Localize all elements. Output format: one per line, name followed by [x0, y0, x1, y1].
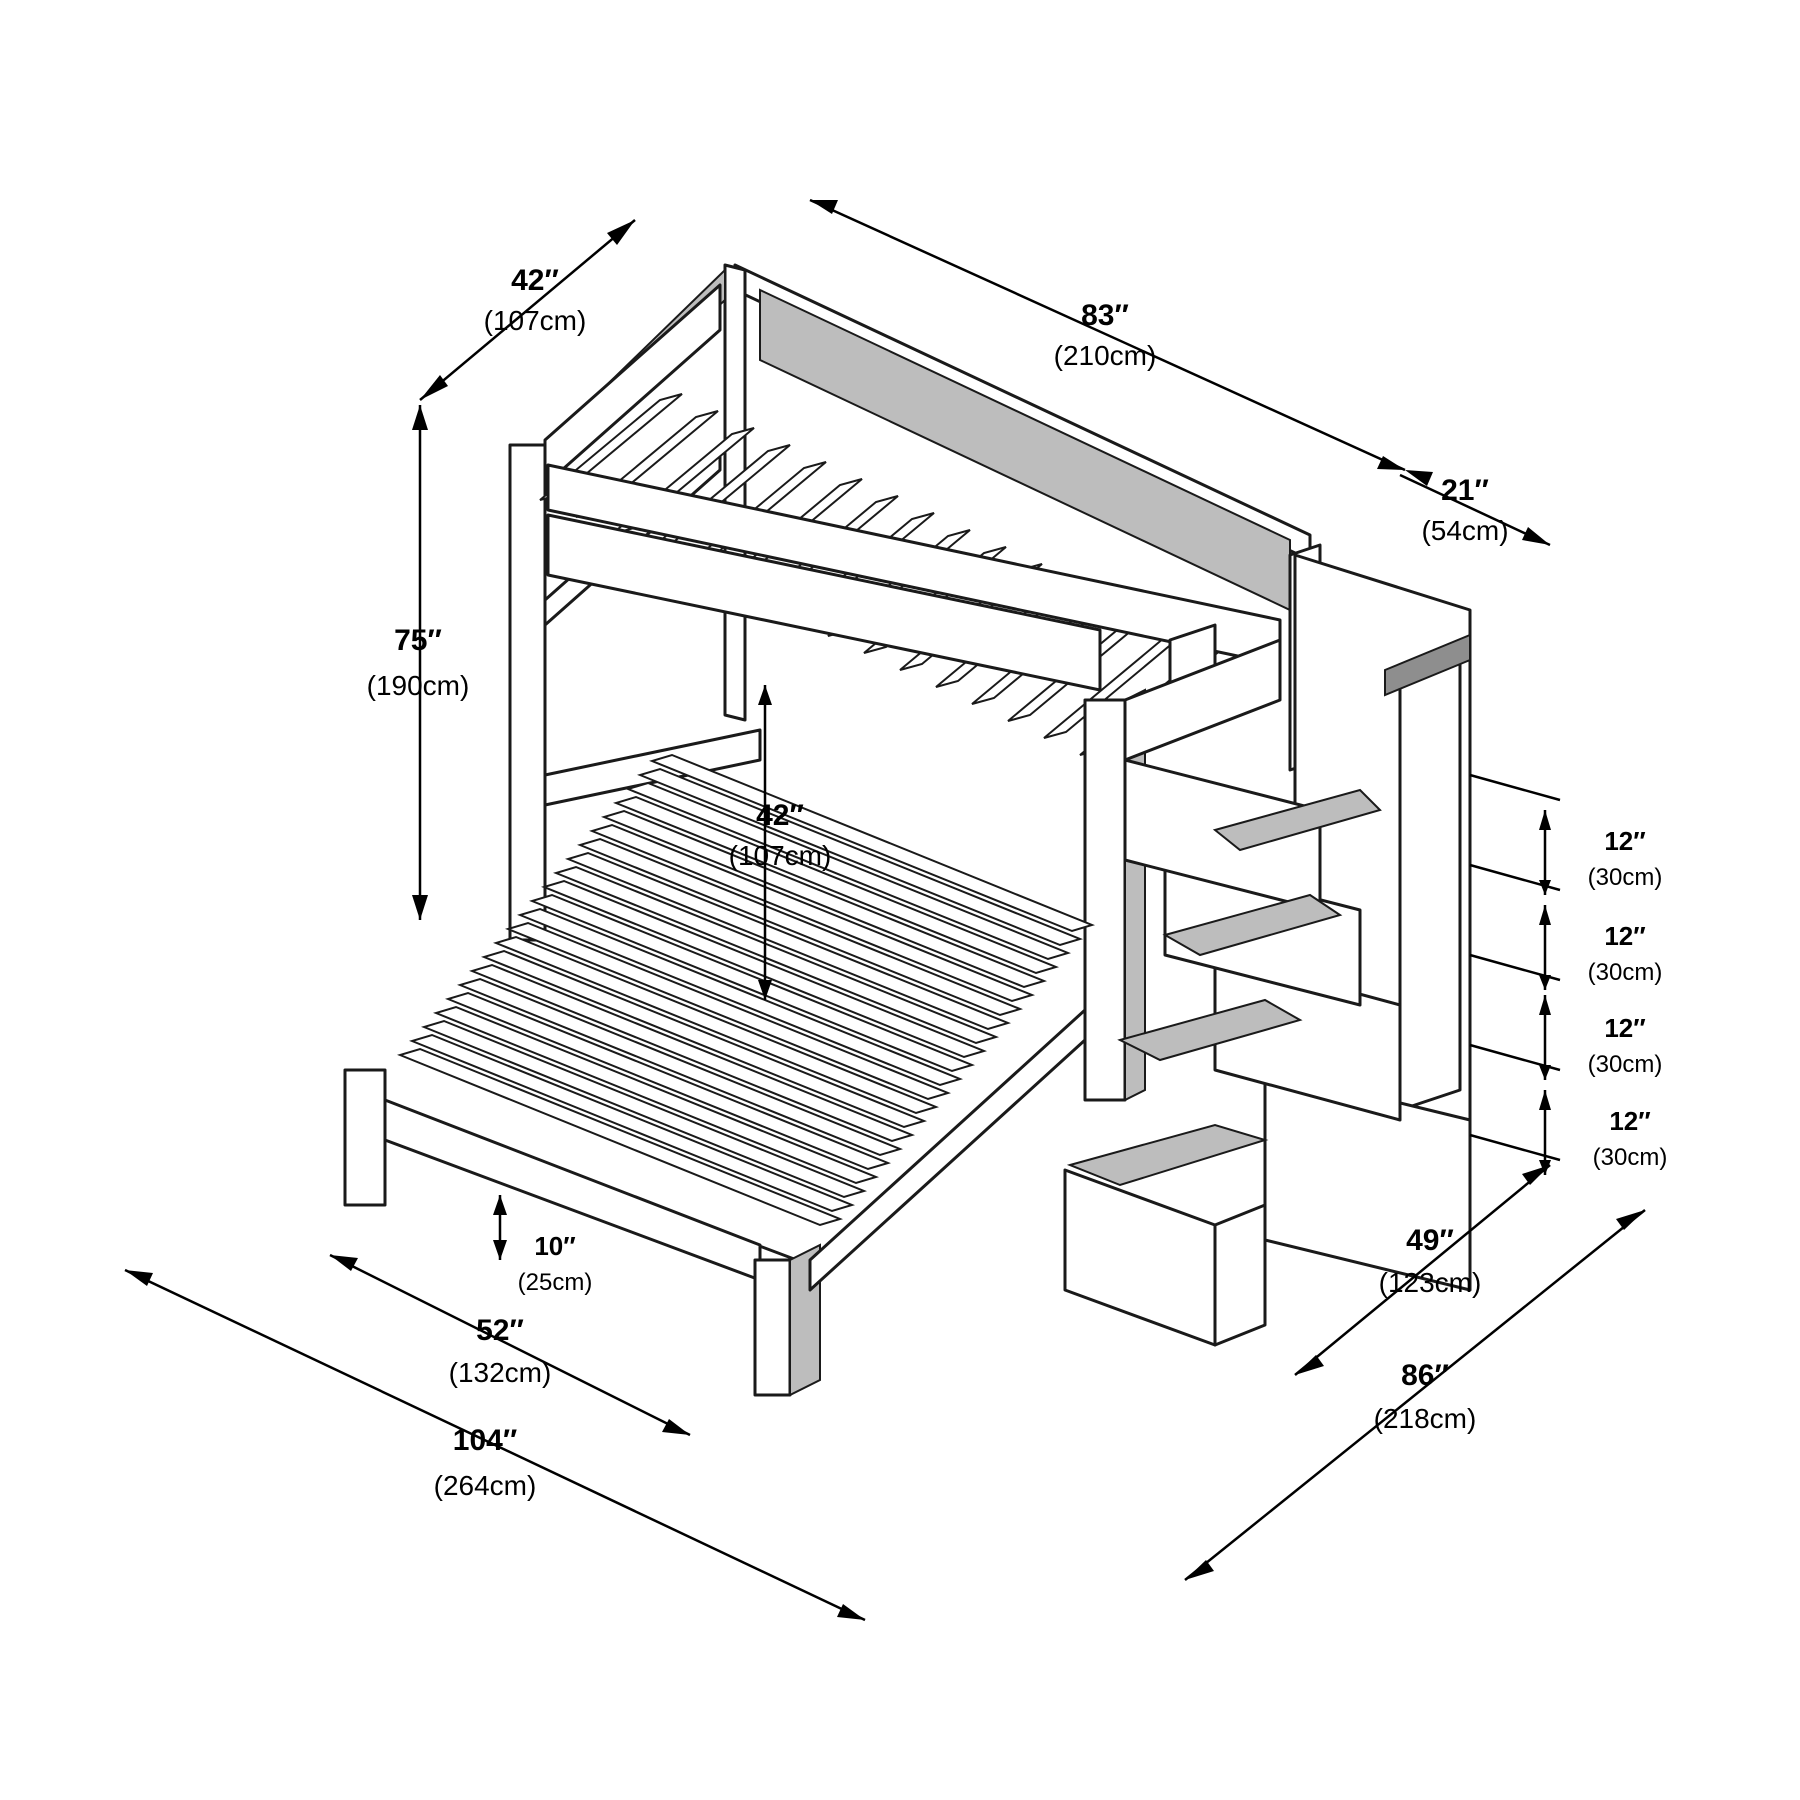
- lower-slat: [480, 949, 928, 1129]
- upper-bunk: [508, 263, 1322, 1102]
- label-top-width-imperial: 42″: [511, 264, 559, 297]
- step-2: [1117, 998, 1303, 1062]
- lower-slat: [600, 809, 1048, 989]
- lower-slat: [444, 991, 892, 1171]
- step-4: [1212, 788, 1382, 852]
- label-step-2-imperial: 12″: [1604, 921, 1645, 951]
- step-1: [1066, 1123, 1269, 1187]
- label-foot-height-metric: (25cm): [518, 1269, 593, 1296]
- upper-left-front-post: [508, 443, 547, 942]
- lower-slat: [396, 1047, 844, 1227]
- staircase: [1063, 553, 1472, 1347]
- lower-slat: [552, 865, 1000, 1045]
- lower-slat: [432, 1005, 880, 1185]
- label-overall-depth-imperial: 86″: [1401, 1359, 1449, 1392]
- lower-slat: [588, 823, 1036, 1003]
- label-step-1-metric: (30cm): [1588, 864, 1663, 891]
- label-step-4-metric: (30cm): [1593, 1144, 1668, 1171]
- label-clearance-metric: (107cm): [729, 840, 832, 871]
- lower-slat: [504, 921, 952, 1101]
- label-step-4-imperial: 12″: [1609, 1106, 1650, 1136]
- label-overall-length-imperial: 104″: [453, 1424, 517, 1457]
- label-stair-depth-imperial: 49″: [1406, 1224, 1454, 1257]
- lower-slat: [648, 753, 1096, 933]
- label-bottom-width-metric: (132cm): [449, 1357, 552, 1388]
- lower-slat: [468, 963, 916, 1143]
- label-step-3-imperial: 12″: [1604, 1013, 1645, 1043]
- label-step-2-metric: (30cm): [1588, 959, 1663, 986]
- lower-slat: [564, 851, 1012, 1031]
- lower-foot-post-left: [343, 1068, 387, 1207]
- lower-slat: [492, 935, 940, 1115]
- lower-slat: [528, 893, 976, 1073]
- label-rail-height-metric: (54cm): [1421, 515, 1508, 546]
- label-rail-height-imperial: 21″: [1441, 474, 1489, 507]
- label-total-height-metric: (190cm): [367, 670, 470, 701]
- label-clearance-imperial: 42″: [756, 799, 804, 832]
- label-overall-depth-metric: (218cm): [1374, 1403, 1477, 1434]
- lower-slat: [636, 767, 1084, 947]
- label-step-3-metric: (30cm): [1588, 1051, 1663, 1078]
- lower-slat: [420, 1019, 868, 1199]
- lower-foot-post-right: [753, 1258, 792, 1397]
- lower-slat: [408, 1033, 856, 1213]
- dimension-lines: [124, 198, 1646, 1622]
- lower-bed: [343, 728, 1096, 1397]
- label-foot-height-imperial: 10″: [534, 1231, 575, 1261]
- label-stair-depth-metric: (123cm): [1379, 1267, 1482, 1298]
- label-bottom-width-imperial: 52″: [476, 1314, 524, 1347]
- lower-slat: [612, 795, 1060, 975]
- label-top-width-metric: (107cm): [484, 305, 587, 336]
- lower-slat: [576, 837, 1024, 1017]
- lower-slat: [516, 907, 964, 1087]
- label-overall-length-metric: (264cm): [434, 1470, 537, 1501]
- label-step-1-imperial: 12″: [1604, 826, 1645, 856]
- stair-bottom-block: [1063, 1168, 1217, 1347]
- label-top-length-metric: (210cm): [1054, 340, 1157, 371]
- dimension-labels: 42″ (107cm) 83″ (210cm) 21″ (54cm) 75″ (…: [367, 264, 1668, 1501]
- lower-slat: [456, 977, 904, 1157]
- lower-slat: [624, 781, 1072, 961]
- lower-slats: [396, 753, 1096, 1227]
- step-3: [1162, 893, 1343, 957]
- label-top-length-imperial: 83″: [1081, 299, 1129, 332]
- label-total-height-imperial: 75″: [394, 624, 442, 657]
